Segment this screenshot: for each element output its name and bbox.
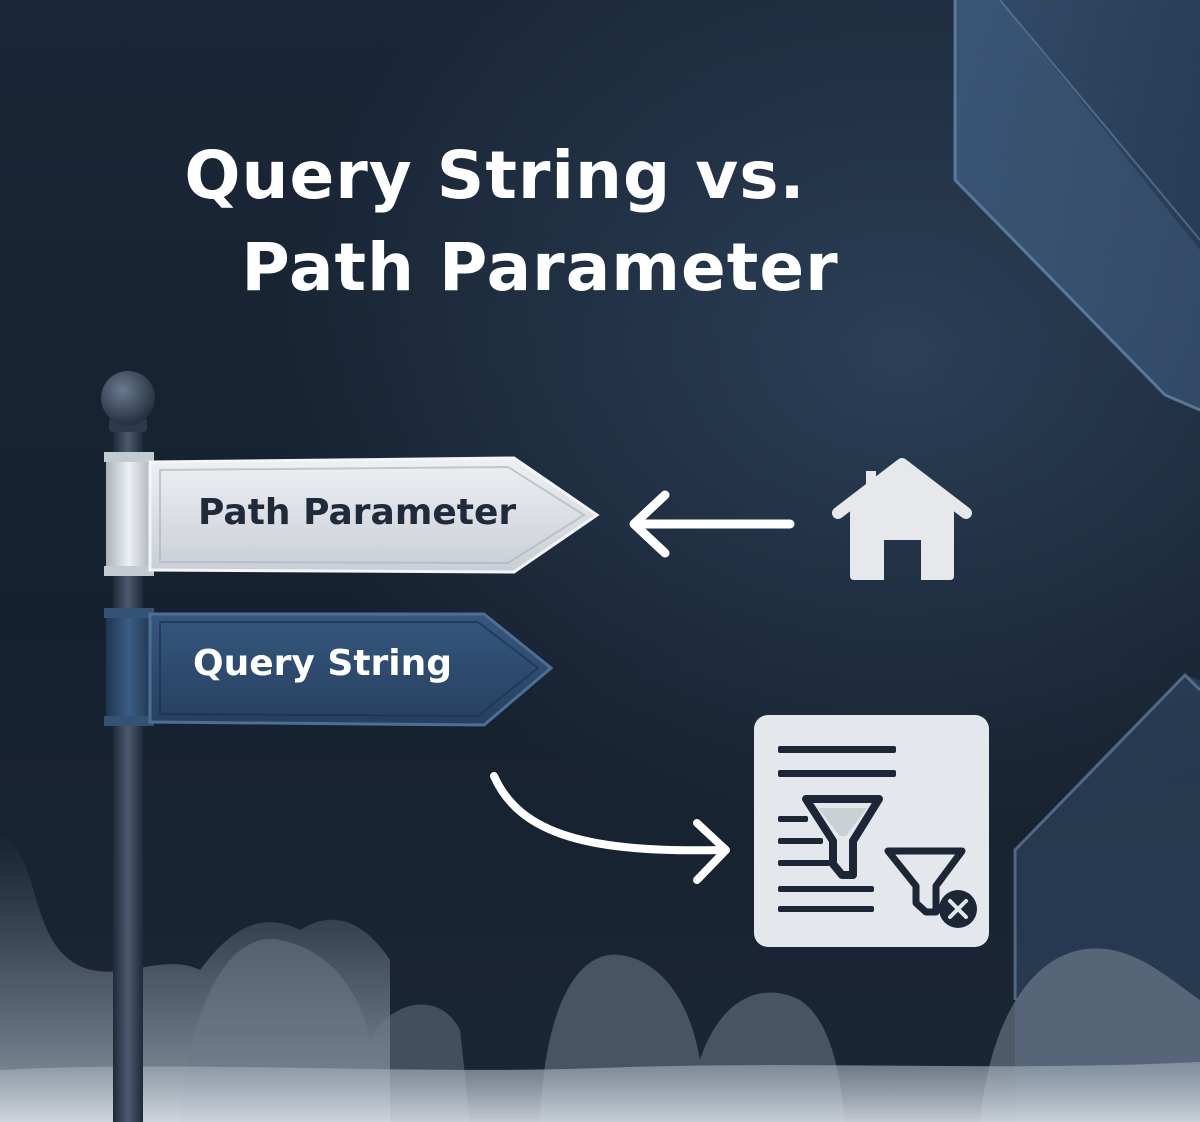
- path-parameter-sign: [148, 456, 600, 574]
- signpost-knob: [101, 371, 155, 425]
- title-line-1: Query String vs.: [184, 137, 806, 214]
- filter-document-icon: [754, 715, 989, 947]
- ground-fog: [0, 1062, 1200, 1122]
- collar-bottom: [106, 608, 152, 726]
- query-string-sign: [148, 612, 554, 727]
- hexagon-top-right: [955, 0, 1200, 410]
- hexagon-bottom-right: [1015, 675, 1200, 1122]
- curved-arrow-icon: [490, 772, 730, 884]
- home-icon: [832, 458, 972, 580]
- collar-top: [106, 452, 152, 576]
- page-title: Query String vs. Path Parameter: [0, 130, 1010, 314]
- arrow-left-icon: [629, 490, 795, 558]
- title-line-2: Path Parameter: [241, 229, 839, 306]
- query-string-label: Query String: [193, 643, 453, 684]
- path-parameter-label: Path Parameter: [198, 492, 517, 533]
